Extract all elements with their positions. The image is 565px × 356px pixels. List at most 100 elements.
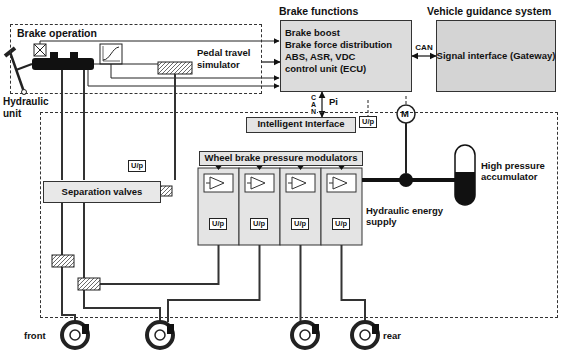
box-text: Separation valves [62,186,143,198]
connector [412,55,436,56]
hydraulic-energy-supply [406,96,407,104]
modulator-header-box: Wheel brake pressure modulators [199,151,363,166]
valve-block [78,278,100,290]
hydraulic-line [168,245,260,322]
control-unit-box: Brake functionsBrake boostBrake force di… [280,20,412,92]
signal-wire [94,64,158,65]
hydraulic-line [83,202,85,278]
sensor-symbol: U/p [359,116,377,128]
modulator-columns [333,177,347,189]
modulator-columns [280,168,321,245]
brake-disc [352,322,378,348]
hydraulic-line [62,267,75,322]
hydraulic-line [300,245,302,322]
hydraulic-unit-region: Hydraulic unitIntelligent InterfaceWheel… [40,112,558,318]
modulator-columns [210,177,224,189]
modulator-columns [247,183,251,184]
brake-disc [62,322,88,348]
bus-label: CAN [415,43,432,52]
master-cylinder [34,44,46,56]
signal-wire [88,70,279,86]
heading: Vehicle guidance system [427,5,551,18]
brake-disc [360,330,370,340]
brake-disc [292,322,318,348]
sensor-symbol: U/p [128,160,146,172]
gateway-box: Vehicle guidance systemSignal interface … [436,20,556,92]
modulator-columns [288,183,292,184]
modulator-columns [198,164,362,245]
brake-disc [372,324,379,334]
master-cylinder [32,58,94,70]
connector [321,92,322,117]
modulator-columns [239,168,280,245]
sensor-symbol: U/p [332,218,350,230]
modulator-columns [321,168,362,245]
brake-disc [312,324,319,334]
box-text: Brake force distribution [285,39,411,51]
signal-wire [111,64,279,78]
hydraulic-energy-supply [368,100,369,116]
valve-block [52,255,74,267]
hydraulic-line [342,245,366,322]
master-cylinder [103,47,119,60]
master-cylinder [50,52,58,58]
interface-box: Intelligent Interface [246,117,356,133]
hydraulic-energy-supply [399,173,413,187]
hydraulic-line [174,74,176,180]
modulator-columns [286,174,315,192]
dashed-group: Brake operationPedal travel simulator [10,24,262,94]
sensor-symbol: U/p [209,218,227,230]
brake-disc [167,324,174,334]
hydraulic-energy-supply [455,145,475,205]
axle-label: front [24,330,46,341]
modulator-columns [198,168,239,245]
brake-pedal [10,52,24,92]
modulator-columns [206,183,210,184]
axle-label: rear [383,330,401,341]
signal-name: Pi [329,96,338,107]
brake-disc [147,322,173,348]
brake-disc [155,330,165,340]
box-text: Signal interface (Gateway) [437,50,556,62]
modulator-columns [292,177,306,189]
hydraulic-energy-supply [397,105,415,123]
heading: Brake functions [279,5,358,18]
modulator-columns [204,174,233,192]
box-text: Brake boost [285,27,411,39]
component-label: Pedal travel simulator [197,47,261,73]
modulator-columns [329,183,333,184]
hydraulic-line [62,70,365,322]
motor-symbol: M [401,108,409,119]
master-cylinder [70,52,78,58]
sensor-symbol: U/p [250,218,268,230]
hydraulic-line [61,70,63,180]
box-text: Pedal travel simulator [197,47,261,71]
hydraulic-energy-supply [455,172,475,205]
heading: Brake operation [17,27,97,39]
hydraulic-line [100,245,219,284]
hydraulic-line [61,202,63,255]
modulator-columns [245,174,274,192]
signal-wire [40,41,279,44]
modulator-columns [251,177,265,189]
master-cylinder [32,44,192,74]
signal-wire [40,41,279,86]
bus-label: CAN [310,94,317,115]
component-label: High pressure accumulator [481,160,559,182]
brake-disc [82,324,89,334]
master-cylinder [158,62,192,74]
master-cylinder [34,44,46,56]
master-cylinder [100,44,122,64]
connector [262,61,280,62]
brake-disc [300,330,310,340]
box-text: control unit (ECU) [285,63,411,75]
sensor-symbol: U/p [291,218,309,230]
brake-disc [62,322,379,348]
hydraulic-energy-supply [405,123,407,173]
heading: Hydraulic unit [3,96,39,120]
box-text: Intelligent Interface [247,118,355,130]
brake-pedal [16,64,32,70]
box-text: ABS, ASR, VDC [285,51,411,63]
modulator-columns [327,174,356,192]
